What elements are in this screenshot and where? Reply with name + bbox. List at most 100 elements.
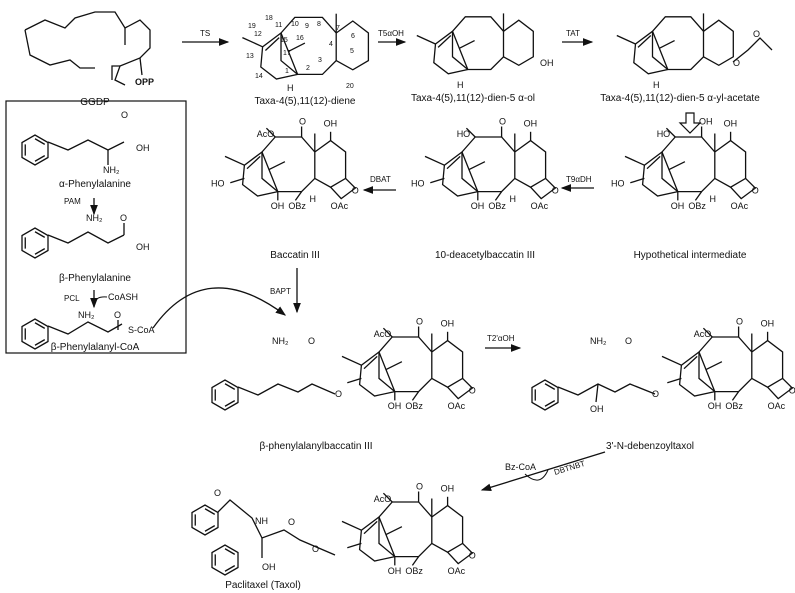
bpb-core-c10-bond	[382, 327, 393, 338]
acetate-ester-o: O	[733, 58, 740, 68]
taxol-core-c7-bond	[347, 542, 362, 549]
hypothetical-core-oxetane	[730, 177, 757, 200]
baccatin-core-c2-bond	[294, 191, 303, 201]
bpb-core-c4-sub: OAc	[448, 401, 466, 411]
hypothetical-core-c7-sub: HO	[611, 178, 625, 188]
enzyme-t5aoh: T5αOH	[378, 29, 404, 38]
baccatin-core-c13-sub: OH	[324, 119, 338, 129]
ggdp-chain-2	[24, 29, 95, 69]
acetyl-group	[732, 37, 773, 63]
taxadiene-locant-20: 20	[346, 83, 354, 90]
taxadiene-locant-12: 12	[254, 31, 262, 38]
hypothetical-core-c7-bond	[630, 177, 645, 184]
taxol-ester-o: O	[312, 544, 319, 554]
baccatin-core-oxetane-o: O	[352, 185, 359, 195]
taxadienyl-acetate-core-bridge-methyl	[659, 40, 675, 49]
taxol-core-c4-sub: OAc	[448, 566, 466, 576]
hypothetical-core-oxetane-o: O	[752, 185, 759, 195]
enzyme-t2aoh: T2'αOH	[487, 334, 515, 343]
bpb-core-c1-sub: OH	[388, 401, 402, 411]
name-debenzoyltaxol: 3'-N-debenzoyltaxol	[606, 441, 694, 452]
name-beta-phenylalanyl-coa: β-Phenylalanyl-CoA	[51, 342, 140, 353]
taxadiene-locant-14: 14	[255, 73, 263, 80]
hypothetical-core-ring-a	[641, 151, 678, 197]
name-baccatin-iii: Baccatin III	[270, 250, 319, 261]
deacetylbaccatin-core-alkene	[446, 155, 461, 170]
name-hypothetical-intermediate: Hypothetical intermediate	[634, 250, 747, 261]
bpb-core-oxetane	[447, 377, 474, 400]
bphecoa-scoa: S-CoA	[128, 325, 155, 335]
bpb-core-c7-bond	[347, 377, 362, 384]
taxadiene-locant-4: 4	[329, 41, 333, 48]
taxadienol-oh: OH	[540, 58, 554, 68]
taxadiene-locant-5: 5	[350, 48, 354, 55]
debenz-core-c4-sub: OAc	[768, 401, 786, 411]
ggdp-methyl-2	[139, 57, 143, 76]
taxadiene-locant-16: 16	[296, 35, 304, 42]
debenz-carbonyl-o: O	[625, 336, 632, 346]
baccatin-core-c4-sub: OAc	[331, 201, 349, 211]
deacetylbaccatin-core-oxetane	[530, 177, 557, 200]
taxol-core-c2-sub: OBz	[405, 566, 423, 576]
hypothetical-core-c4-sub: OAc	[731, 201, 749, 211]
deacetylbaccatin-core-c1-sub: OH	[471, 201, 485, 211]
taxol-core-oxetane-o: O	[469, 550, 476, 560]
deacetylbaccatin-core-methyl	[424, 155, 445, 166]
taxol-core-ring-b	[378, 501, 433, 558]
bpb-carbonyl-o: O	[308, 336, 315, 346]
baccatin-core-alkene	[246, 155, 261, 170]
taxol-core-bridge-methyl	[385, 526, 403, 536]
bphe-nh2: NH₂	[86, 213, 103, 223]
enzyme-dbat: DBAT	[370, 175, 391, 184]
taxadiene-core-ring-c	[335, 20, 370, 71]
bpb-core-c10-sub: AcO	[374, 329, 392, 339]
bpb-core-alkene	[363, 355, 378, 370]
ggdp-chain	[24, 11, 151, 86]
debenz-core-c10-sub: AcO	[694, 329, 712, 339]
taxadiene-locant-8: 8	[317, 21, 321, 28]
taxol-core-c9-sub: O	[416, 482, 423, 492]
bpb-core-oxetane-o: O	[469, 385, 476, 395]
debenz-chain	[557, 383, 656, 396]
debenz-core-c9-sub: O	[736, 317, 743, 327]
taxadienol-core-ring-b	[451, 16, 505, 71]
name-ggdp: GGDP	[80, 97, 110, 108]
hypothetical-core-c13-sub: OH	[724, 119, 738, 129]
phe-o: O	[121, 110, 128, 120]
taxadienyl-acetate-core-ring-c	[703, 19, 734, 67]
taxadiene-locant-19: 19	[248, 23, 256, 30]
hypothetical-core-c2-sub: OBz	[688, 201, 706, 211]
enzyme-pcl: PCL	[64, 294, 80, 303]
taxol-amide-o: O	[214, 488, 221, 498]
deacetylbaccatin-core-bridge-methyl	[468, 161, 486, 171]
taxadienol-core-ring-a	[433, 30, 468, 75]
phenylalanine-pathway-box	[5, 100, 187, 354]
baccatin-core-ring-a	[241, 151, 278, 197]
bphe-chain	[47, 231, 125, 244]
taxadiene-locant-6: 6	[351, 33, 355, 40]
deacetylbaccatin-core-c3-h: H	[510, 194, 517, 204]
deacetylbaccatin-core-c13-sub: OH	[524, 119, 538, 129]
bpb-core-ring-a	[358, 351, 395, 397]
hypothetical-core-methyl	[624, 155, 645, 166]
ggdp-ch2-opp	[111, 65, 120, 80]
taxadiene-locant-7: 7	[336, 25, 340, 32]
taxadiene-locant-1: 1	[285, 68, 289, 75]
name-beta-phenylalanine: β-Phenylalanine	[59, 273, 131, 284]
taxol-core-methyl	[341, 520, 362, 531]
hypothetical-core-bridge-methyl	[668, 161, 686, 171]
baccatin-core-bridge-methyl	[268, 161, 286, 171]
deacetylbaccatin-core-ring-c	[514, 139, 547, 188]
hypothetical-core-alkene	[646, 155, 661, 170]
taxol-core-c10-sub: AcO	[374, 494, 392, 504]
taxadiene-locant-11: 11	[275, 22, 282, 29]
taxadienyl-acetate-core-alkene	[637, 35, 652, 48]
debenz-core-alkene	[683, 355, 698, 370]
deacetylbaccatin-core-oxetane-o: O	[552, 185, 559, 195]
arrow-coash	[94, 296, 108, 304]
name-taxadienyl-acetate: Taxa-4(5),11(12)-dien-5 α-yl-acetate	[600, 93, 760, 104]
hypothetical-core-ring-c	[714, 139, 747, 188]
taxadiene-locant-15: 15	[280, 37, 288, 44]
arrow-bzcoa	[524, 469, 549, 481]
deacetylbaccatin-core-ring-b	[461, 136, 516, 193]
